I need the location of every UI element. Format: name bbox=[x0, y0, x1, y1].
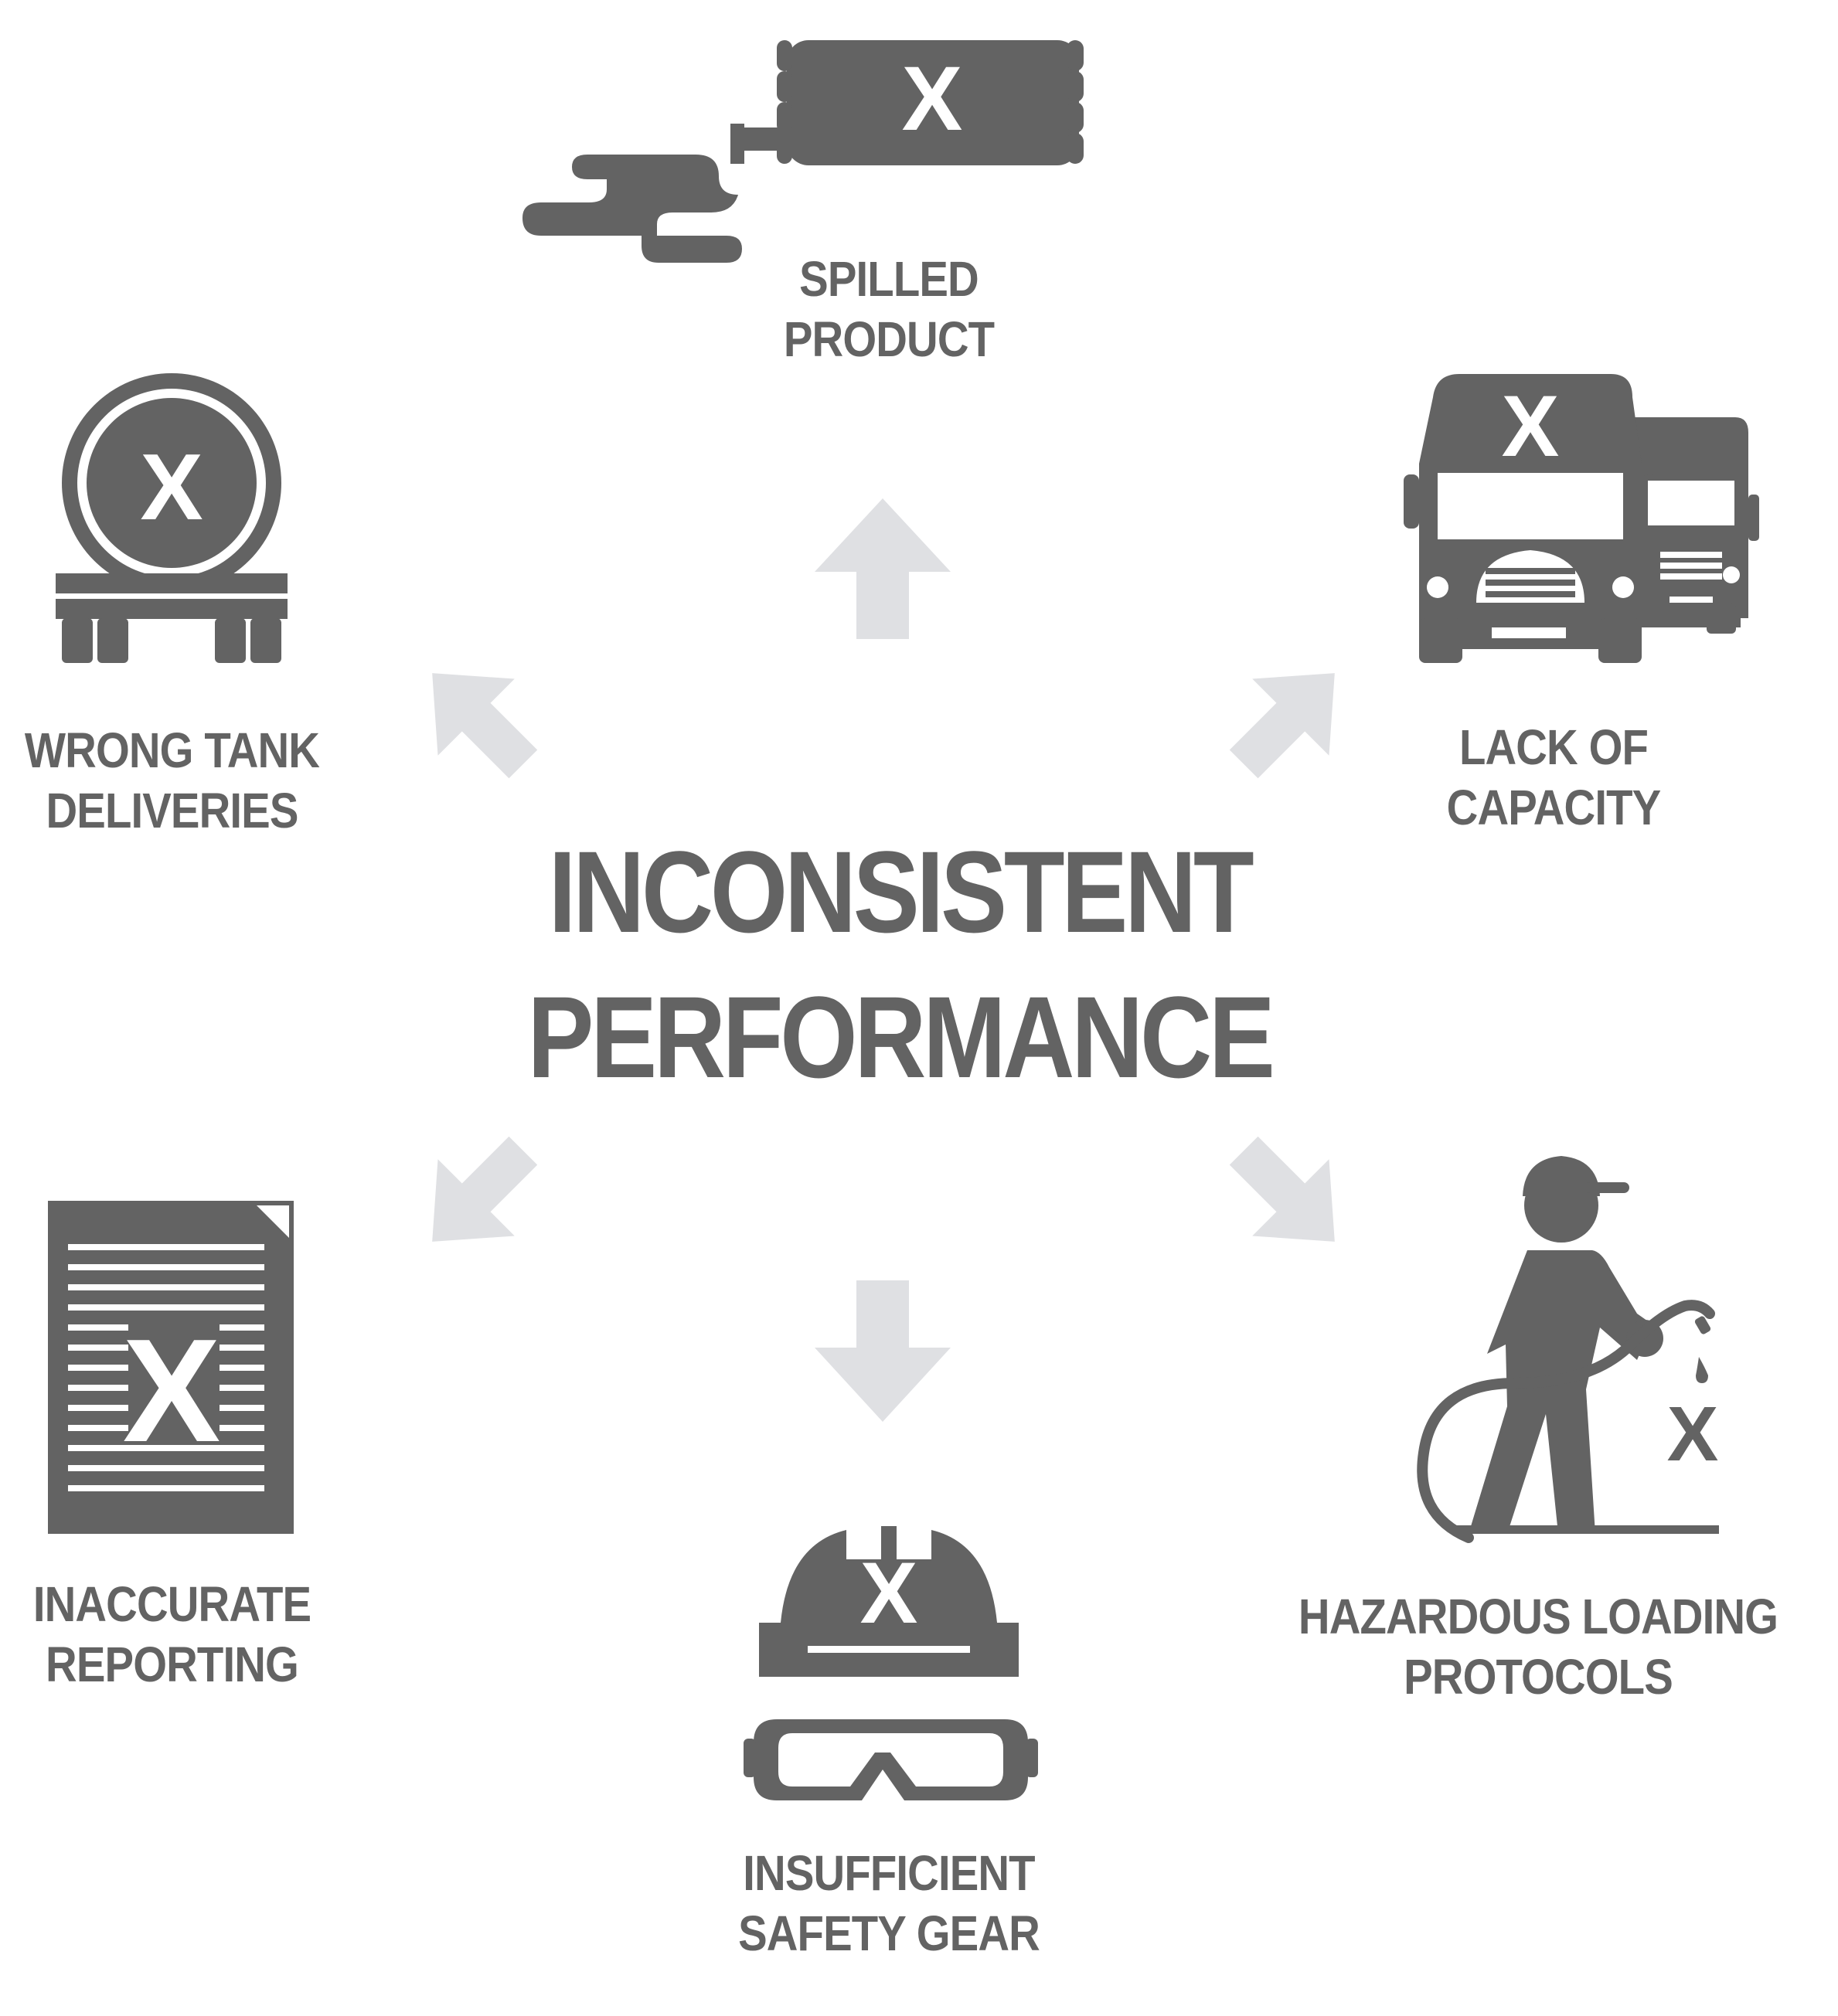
safety-line1: INSUFFICIENT bbox=[743, 1845, 1035, 1901]
arrow-up-left-icon bbox=[432, 673, 538, 779]
label-spilled-product: SPILLED PRODUCT bbox=[685, 249, 1093, 369]
capacity-line1: LACK OF bbox=[1458, 719, 1649, 775]
spilled-line2: PRODUCT bbox=[783, 311, 995, 367]
reporting-line1: INACCURATE bbox=[32, 1576, 311, 1632]
reporting-line2: REPORTING bbox=[46, 1637, 299, 1692]
safety-mark: X bbox=[860, 1545, 918, 1641]
worker-hose-icon bbox=[1469, 1156, 1663, 1534]
arrows bbox=[432, 498, 1335, 1422]
tank-line1: WRONG TANK bbox=[24, 722, 320, 778]
trucks-details bbox=[1427, 473, 1740, 638]
document-icon bbox=[48, 1201, 294, 1534]
tank-mark: X bbox=[140, 434, 203, 539]
label-hazardous-loading: HAZARDOUS LOADING PROTOCOLS bbox=[1280, 1586, 1797, 1707]
hose-line bbox=[1417, 1300, 1715, 1543]
hazardous-mark: X bbox=[1667, 1391, 1719, 1477]
reporting-mark: X bbox=[123, 1309, 221, 1473]
center-title-line2: PERFORMANCE bbox=[527, 972, 1275, 1102]
label-insufficient-safety: INSUFFICIENT SAFETY GEAR bbox=[685, 1843, 1093, 1963]
spilled-line1: SPILLED bbox=[799, 251, 979, 307]
label-wrong-tank: WRONG TANK DELIVERIES bbox=[21, 720, 324, 841]
label-lack-of-capacity: LACK OF CAPACITY bbox=[1350, 717, 1758, 838]
tank-line2: DELIVERIES bbox=[46, 783, 298, 838]
arrow-down-left-icon bbox=[432, 1136, 538, 1242]
arrow-down-icon bbox=[815, 1280, 951, 1422]
tank-car-icon bbox=[56, 373, 288, 663]
capacity-line2: CAPACITY bbox=[1446, 780, 1662, 835]
hazardous-line2: PROTOCOLS bbox=[1404, 1649, 1673, 1705]
label-inaccurate-reporting: INACCURATE REPORTING bbox=[21, 1574, 324, 1695]
spilled-mark: X bbox=[902, 48, 963, 150]
safety-line2: SAFETY GEAR bbox=[738, 1906, 1040, 1961]
center-title: INCONSISTENT PERFORMANCE bbox=[518, 819, 1282, 1110]
arrow-down-right-icon bbox=[1229, 1136, 1335, 1242]
center-title-line1: INCONSISTENT bbox=[548, 827, 1254, 957]
hose-spill-icon bbox=[522, 40, 1084, 263]
arrow-up-right-icon bbox=[1229, 673, 1335, 779]
arrow-up-icon bbox=[815, 498, 951, 639]
capacity-mark: X bbox=[1502, 378, 1560, 474]
hazardous-line1: HAZARDOUS LOADING bbox=[1298, 1589, 1778, 1644]
